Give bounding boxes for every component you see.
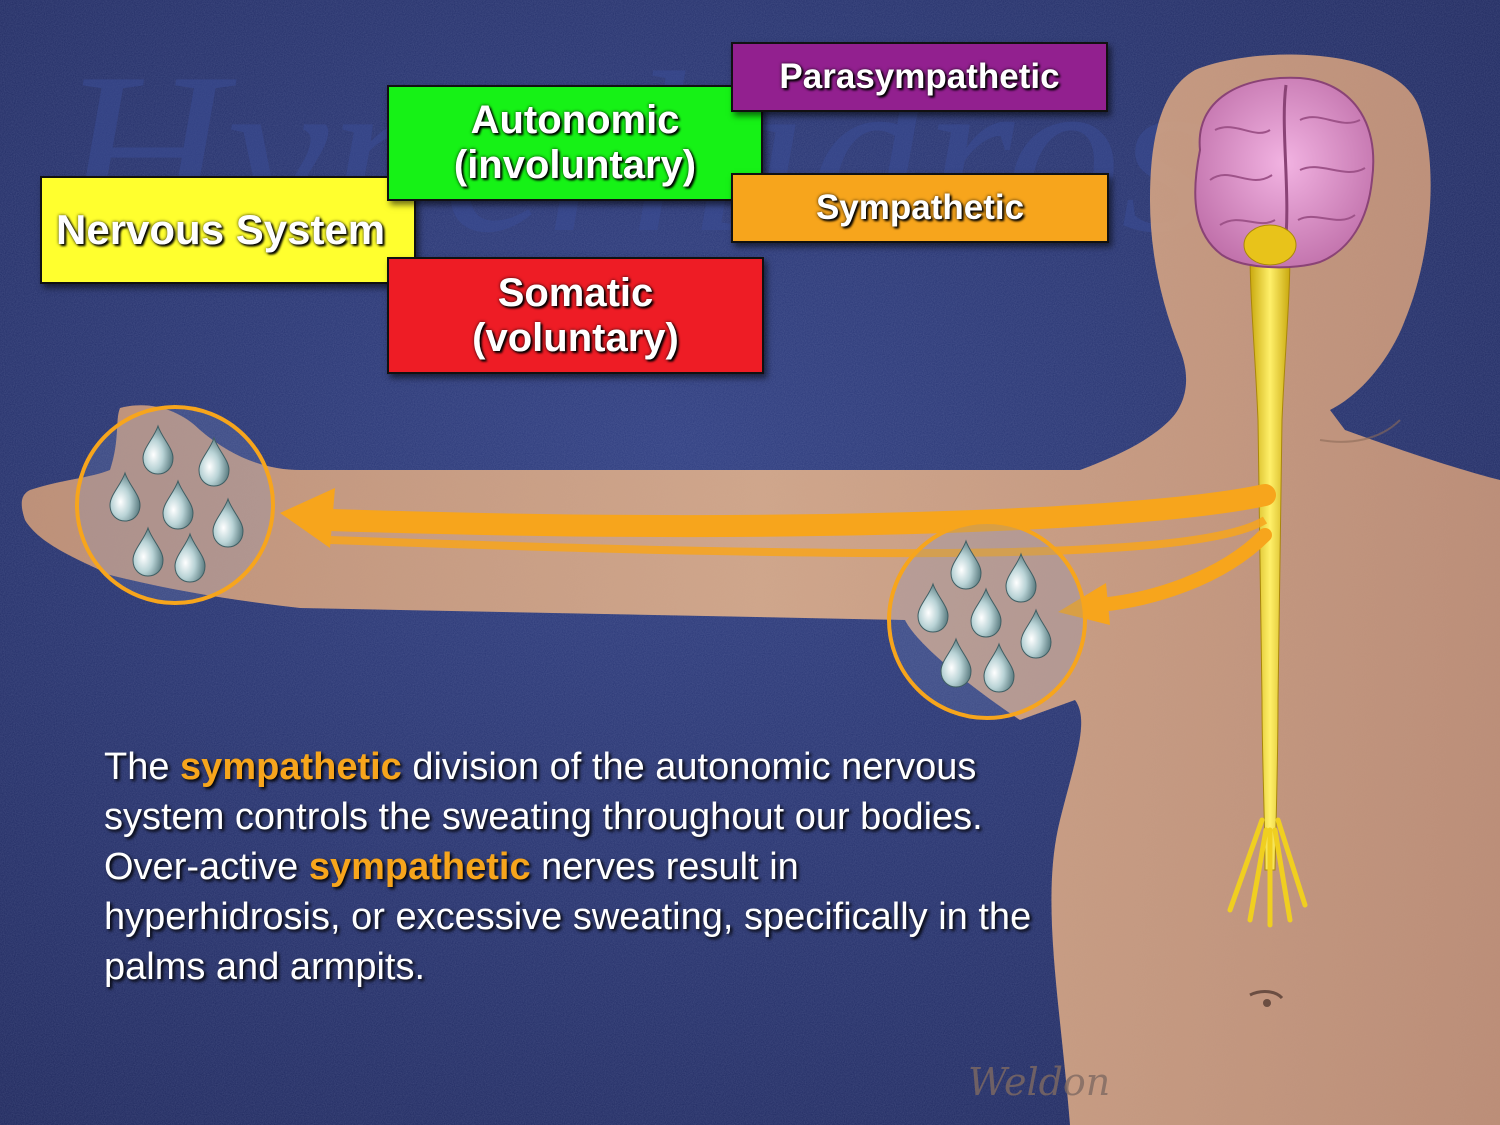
somatic-label-line1: Somatic [497, 270, 654, 315]
somatic-label-line2: (voluntary) [472, 315, 679, 360]
sweat-drop-icon [109, 471, 141, 522]
nerve-arrows [280, 484, 1276, 625]
body-silhouette [21, 54, 1500, 1125]
sweat-drop-icon [162, 479, 194, 530]
artist-signature: Weldon [968, 1060, 1110, 1104]
brain [1194, 76, 1375, 269]
autonomic-box: Autonomic (involuntary) [387, 85, 763, 201]
sweat-drop-icon [1020, 608, 1052, 659]
parasympathetic-box: Parasympathetic [731, 42, 1108, 112]
autonomic-label-line1: Autonomic [470, 98, 680, 143]
sweat-drop-icon [198, 436, 230, 487]
sweat-drop-icon [142, 424, 174, 475]
sweat-drop-icon [970, 587, 1002, 638]
sweat-drop-icon [940, 637, 972, 688]
sweat-drops [109, 424, 1052, 693]
arrow-to-palm [280, 488, 335, 548]
somatic-box: Somatic (voluntary) [387, 257, 764, 374]
autonomic-label-line2: (involuntary) [453, 143, 697, 187]
sweat-drop-icon [983, 642, 1015, 693]
sweat-drop-icon [132, 526, 164, 577]
sweat-drop-icon [917, 582, 949, 633]
caption-part-2: division of the autonomic nervous system… [104, 746, 983, 888]
sweat-drop-icon [1005, 552, 1037, 603]
caption-part-1: The [104, 746, 181, 788]
caption-part-3: nerves result in hyperhidrosis, or exces… [104, 846, 1032, 988]
parasympathetic-label: Parasympathetic [779, 57, 1060, 97]
sympathetic-label: Sympathetic [815, 188, 1025, 228]
sweat-drop-icon [212, 497, 244, 548]
caption-text: The sympathetic division of the autonomi… [104, 742, 1034, 992]
nervous-system-label: Nervous System [56, 206, 386, 254]
nervous-system-box: Nervous System [40, 176, 416, 284]
sympathetic-box: Sympathetic [731, 173, 1109, 243]
spinal-cord [1227, 249, 1308, 928]
sweat-drop-icon [950, 539, 982, 590]
caption-highlight-1: sympathetic [180, 746, 402, 788]
caption-highlight-2: sympathetic [308, 846, 531, 888]
sweat-drop-icon [174, 532, 206, 583]
